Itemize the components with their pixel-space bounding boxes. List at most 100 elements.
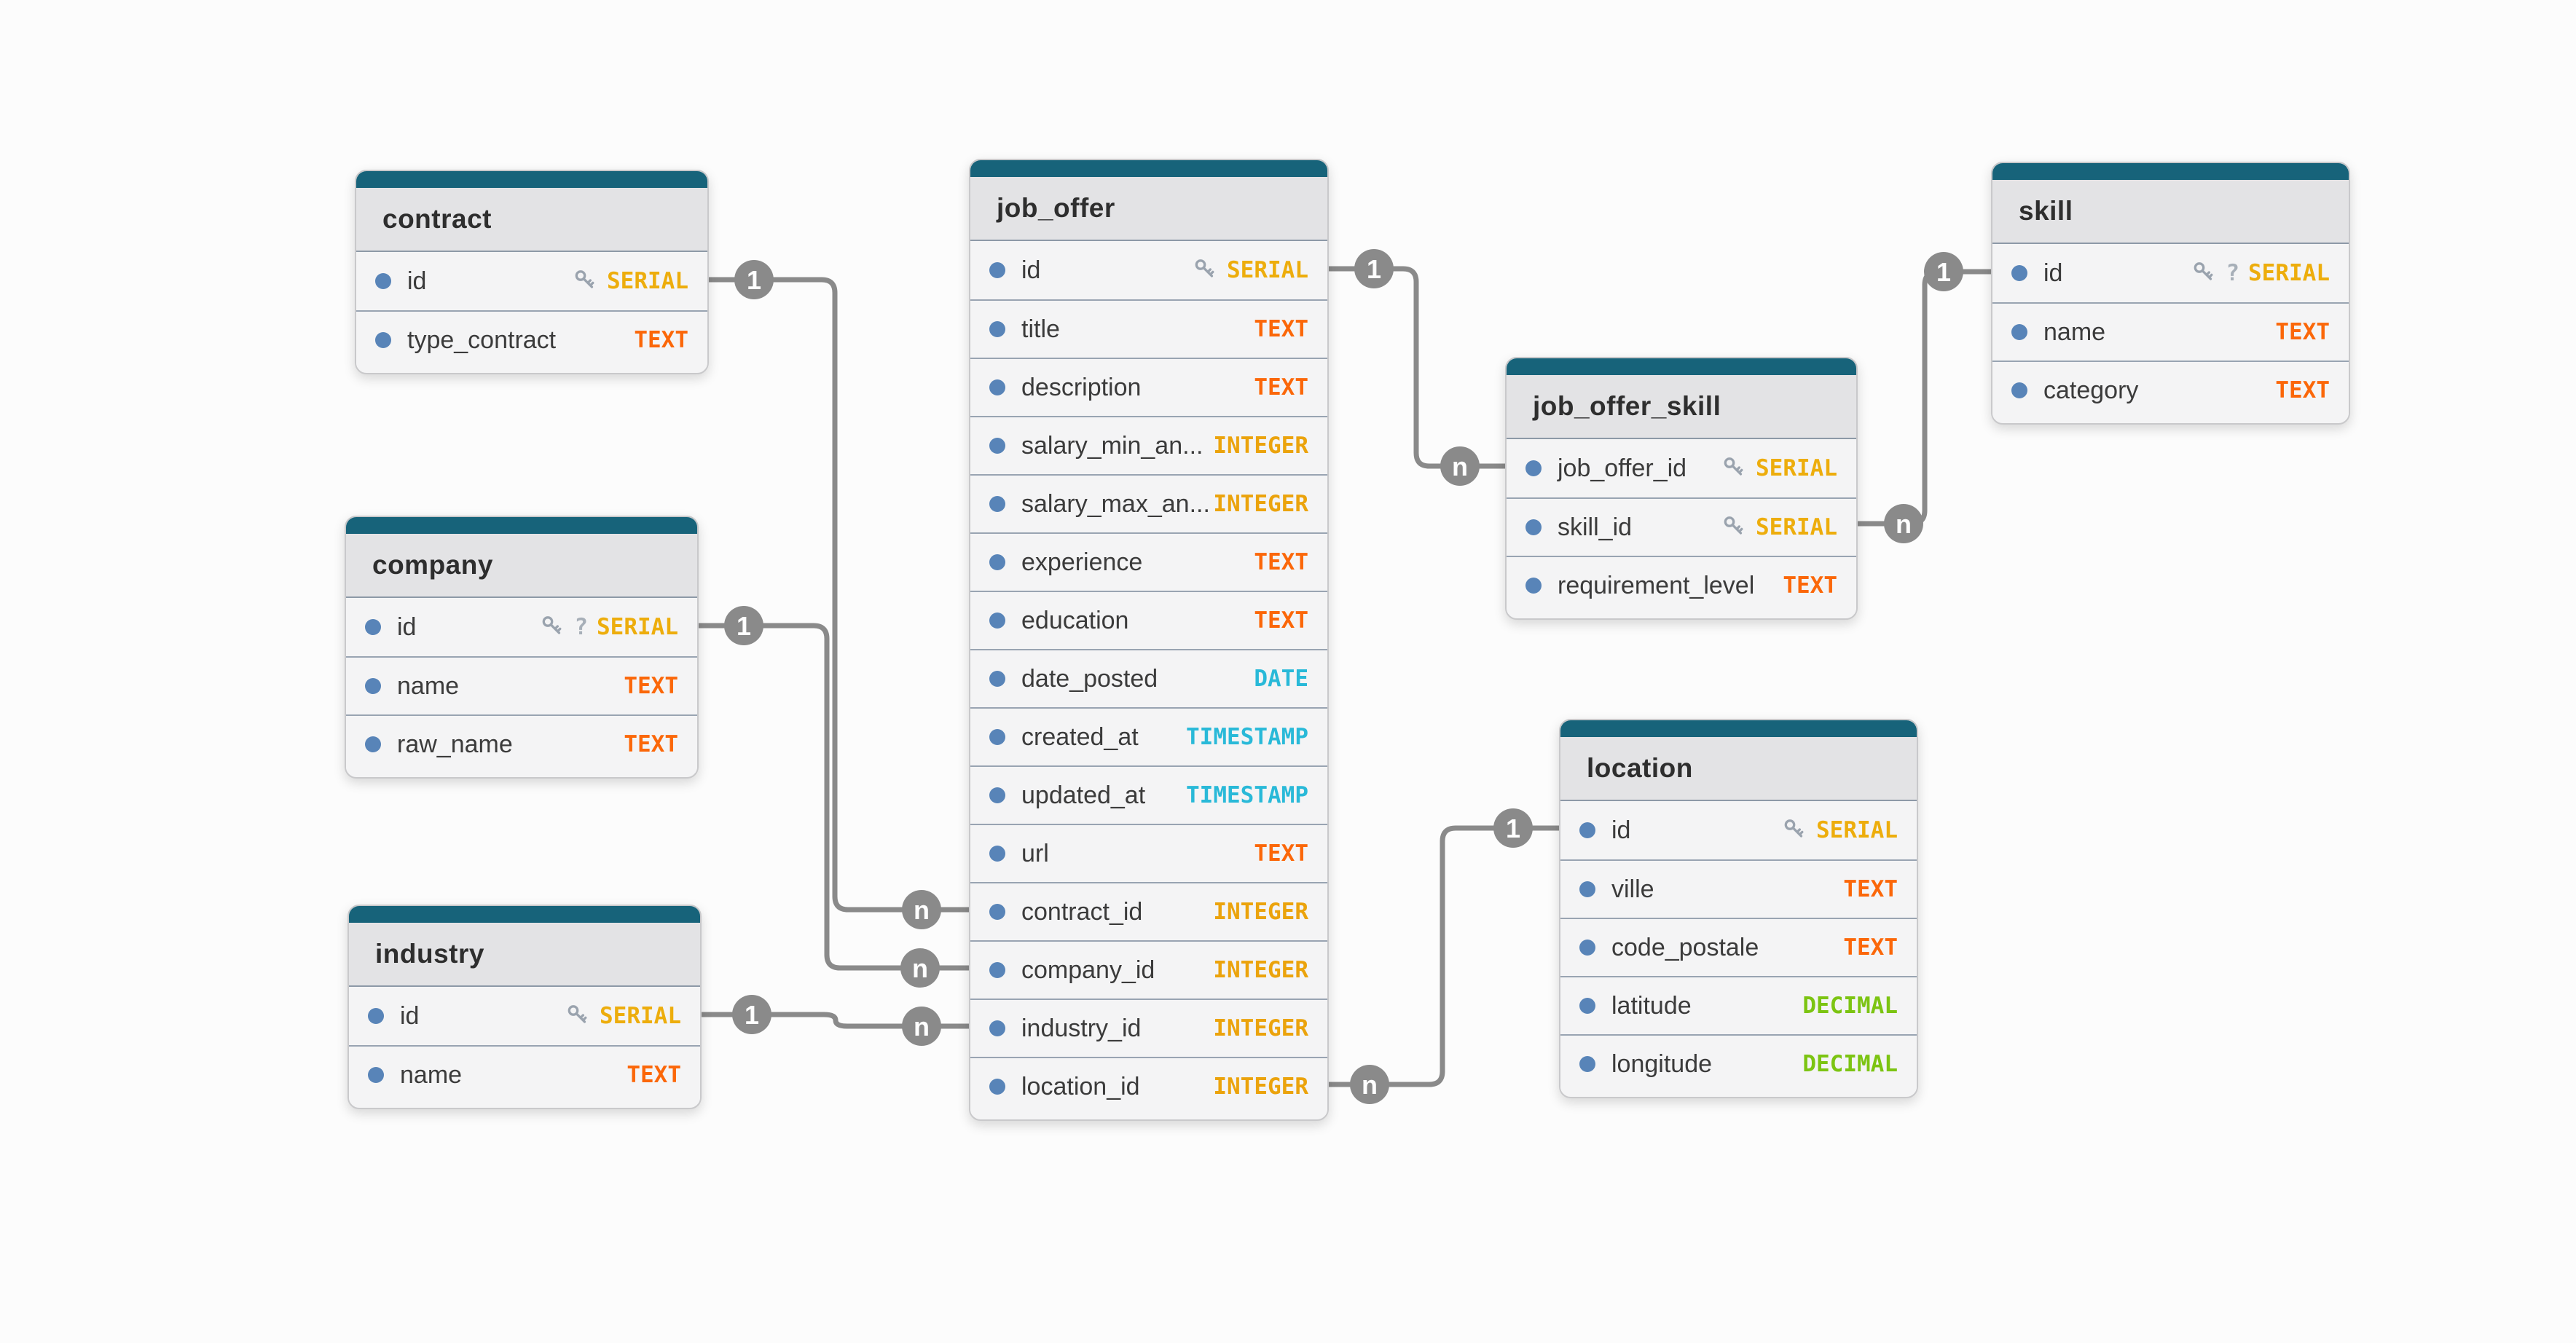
- field-row-id[interactable]: id SERIAL: [1560, 801, 1917, 859]
- relationship-skill-jobofferskill[interactable]: 1 n: [1858, 252, 1991, 543]
- column-dot-icon: [2011, 265, 2027, 281]
- table-title-row[interactable]: contract: [356, 188, 707, 252]
- column-dot-icon: [989, 321, 1005, 337]
- cardinality-label: n: [914, 895, 930, 925]
- field-row-name[interactable]: name TEXT: [346, 656, 697, 714]
- relationship-contract-joboffer[interactable]: 1 n: [709, 260, 969, 929]
- field-row-created-at[interactable]: created_at TIMESTAMP: [970, 707, 1327, 765]
- field-row-skill-id[interactable]: skill_id SERIAL: [1507, 497, 1856, 556]
- field-type: INTEGER: [1213, 1015, 1308, 1041]
- field-name: salary_min_an...: [1021, 431, 1203, 460]
- field-type: SERIAL: [1756, 514, 1837, 540]
- field-name: location_id: [1021, 1072, 1140, 1100]
- field-name: updated_at: [1021, 781, 1146, 809]
- field-row-id[interactable]: id ? SERIAL: [346, 598, 697, 656]
- field-type: TEXT: [627, 1062, 681, 1088]
- field-row-industry-id[interactable]: industry_id INTEGER: [970, 999, 1327, 1057]
- field-type-group: TEXT: [1254, 549, 1308, 575]
- field-name: name: [400, 1060, 463, 1089]
- primary-key-icon: [568, 1005, 587, 1023]
- cardinality-label: n: [1452, 452, 1468, 481]
- field-row-education[interactable]: education TEXT: [970, 591, 1327, 649]
- field-row-title[interactable]: title TEXT: [970, 299, 1327, 358]
- column-dot-icon: [368, 1067, 384, 1083]
- relationship-line[interactable]: [1858, 269, 1991, 527]
- field-row-description[interactable]: description TEXT: [970, 358, 1327, 416]
- relationship-line[interactable]: [1329, 825, 1559, 1087]
- relationship-joboffer-jobofferskill[interactable]: 1 n: [1329, 249, 1505, 486]
- cardinality-badge: [902, 1007, 941, 1046]
- relationship-line[interactable]: [709, 277, 969, 913]
- table-company[interactable]: company id ? SERIAL name TEXT raw_name T…: [345, 516, 699, 779]
- field-name: education: [1021, 606, 1129, 634]
- field-type-group: TEXT: [624, 731, 678, 757]
- field-row-experience[interactable]: experience TEXT: [970, 532, 1327, 591]
- field-row-ville[interactable]: ville TEXT: [1560, 859, 1917, 918]
- field-name: name: [2043, 318, 2106, 346]
- field-row-company-id[interactable]: company_id INTEGER: [970, 940, 1327, 999]
- field-name: requirement_level: [1558, 571, 1755, 599]
- field-row-job-offer-id[interactable]: job_offer_id SERIAL: [1507, 439, 1856, 497]
- field-name: latitude: [1611, 991, 1692, 1020]
- table-industry[interactable]: industry id SERIAL name TEXT: [347, 905, 702, 1109]
- field-row-date-posted[interactable]: date_posted DATE: [970, 649, 1327, 707]
- table-title-row[interactable]: skill: [1992, 180, 2349, 244]
- field-type: TEXT: [1254, 316, 1308, 342]
- table-location[interactable]: location id SERIAL ville TEXT code_posta…: [1559, 719, 1918, 1098]
- field-type-group: INTEGER: [1213, 957, 1308, 983]
- field-row-category[interactable]: category TEXT: [1992, 361, 2349, 419]
- field-row-contract-id[interactable]: contract_id INTEGER: [970, 882, 1327, 940]
- table-job-offer[interactable]: job_offer id SERIAL title TEXT descripti…: [969, 159, 1329, 1121]
- field-row-latitude[interactable]: latitude DECIMAL: [1560, 976, 1917, 1034]
- field-list: id ? SERIAL name TEXT category TEXT: [1992, 244, 2349, 423]
- field-name: raw_name: [397, 730, 513, 758]
- relationship-line[interactable]: [699, 623, 969, 971]
- table-title-row[interactable]: job_offer: [970, 177, 1327, 241]
- column-dot-icon: [989, 671, 1005, 687]
- relationship-company-joboffer[interactable]: 1 n: [699, 606, 969, 988]
- field-type-group: SERIAL: [572, 268, 688, 294]
- cardinality-badge: [1493, 808, 1533, 848]
- field-type: INTEGER: [1213, 957, 1308, 983]
- relationship-line[interactable]: [702, 1012, 969, 1029]
- field-type-group: INTEGER: [1213, 899, 1308, 925]
- field-type-group: SERIAL: [1721, 514, 1837, 540]
- table-skill[interactable]: skill id ? SERIAL name TEXT category TEX…: [1991, 162, 2350, 425]
- table-job-offer-skill[interactable]: job_offer_skill job_offer_id SERIAL skil…: [1505, 357, 1858, 620]
- field-row-salary-max[interactable]: salary_max_an... INTEGER: [970, 474, 1327, 532]
- field-row-type-contract[interactable]: type_contract TEXT: [356, 310, 707, 369]
- relationship-line[interactable]: [1329, 266, 1505, 469]
- field-type-group: TEXT: [2275, 377, 2330, 403]
- table-title-row[interactable]: industry: [349, 923, 700, 987]
- table-contract[interactable]: contract id SERIAL type_contract TEXT: [355, 170, 709, 374]
- field-type-group: ? SERIAL: [2191, 260, 2330, 286]
- cardinality-badge: [724, 606, 763, 645]
- field-row-code-postale[interactable]: code_postale TEXT: [1560, 918, 1917, 976]
- column-dot-icon: [989, 962, 1005, 978]
- field-type-group: DECIMAL: [1802, 993, 1898, 1019]
- field-row-location-id[interactable]: location_id INTEGER: [970, 1057, 1327, 1115]
- table-title-row[interactable]: job_offer_skill: [1507, 375, 1856, 439]
- field-row-id[interactable]: id SERIAL: [349, 987, 700, 1045]
- field-row-salary-min[interactable]: salary_min_an... INTEGER: [970, 416, 1327, 474]
- field-row-id[interactable]: id SERIAL: [970, 241, 1327, 299]
- field-row-name[interactable]: name TEXT: [349, 1045, 700, 1103]
- primary-key-icon: [542, 616, 562, 634]
- cardinality-label: n: [1896, 509, 1912, 539]
- field-row-raw-name[interactable]: raw_name TEXT: [346, 714, 697, 773]
- field-row-name[interactable]: name TEXT: [1992, 302, 2349, 361]
- relationship-location-joboffer[interactable]: 1 n: [1329, 808, 1559, 1104]
- field-row-url[interactable]: url TEXT: [970, 824, 1327, 882]
- table-title-row[interactable]: company: [346, 534, 697, 598]
- field-row-requirement-level[interactable]: requirement_level TEXT: [1507, 556, 1856, 614]
- field-type-group: INTEGER: [1213, 1074, 1308, 1100]
- field-row-longitude[interactable]: longitude DECIMAL: [1560, 1034, 1917, 1092]
- table-title-row[interactable]: location: [1560, 737, 1917, 801]
- column-dot-icon: [1525, 519, 1542, 535]
- column-dot-icon: [989, 1020, 1005, 1036]
- nullable-marker: ?: [574, 614, 589, 640]
- field-row-id[interactable]: id SERIAL: [356, 252, 707, 310]
- field-row-updated-at[interactable]: updated_at TIMESTAMP: [970, 765, 1327, 824]
- field-row-id[interactable]: id ? SERIAL: [1992, 244, 2349, 302]
- relationship-industry-joboffer[interactable]: 1 n: [702, 995, 969, 1046]
